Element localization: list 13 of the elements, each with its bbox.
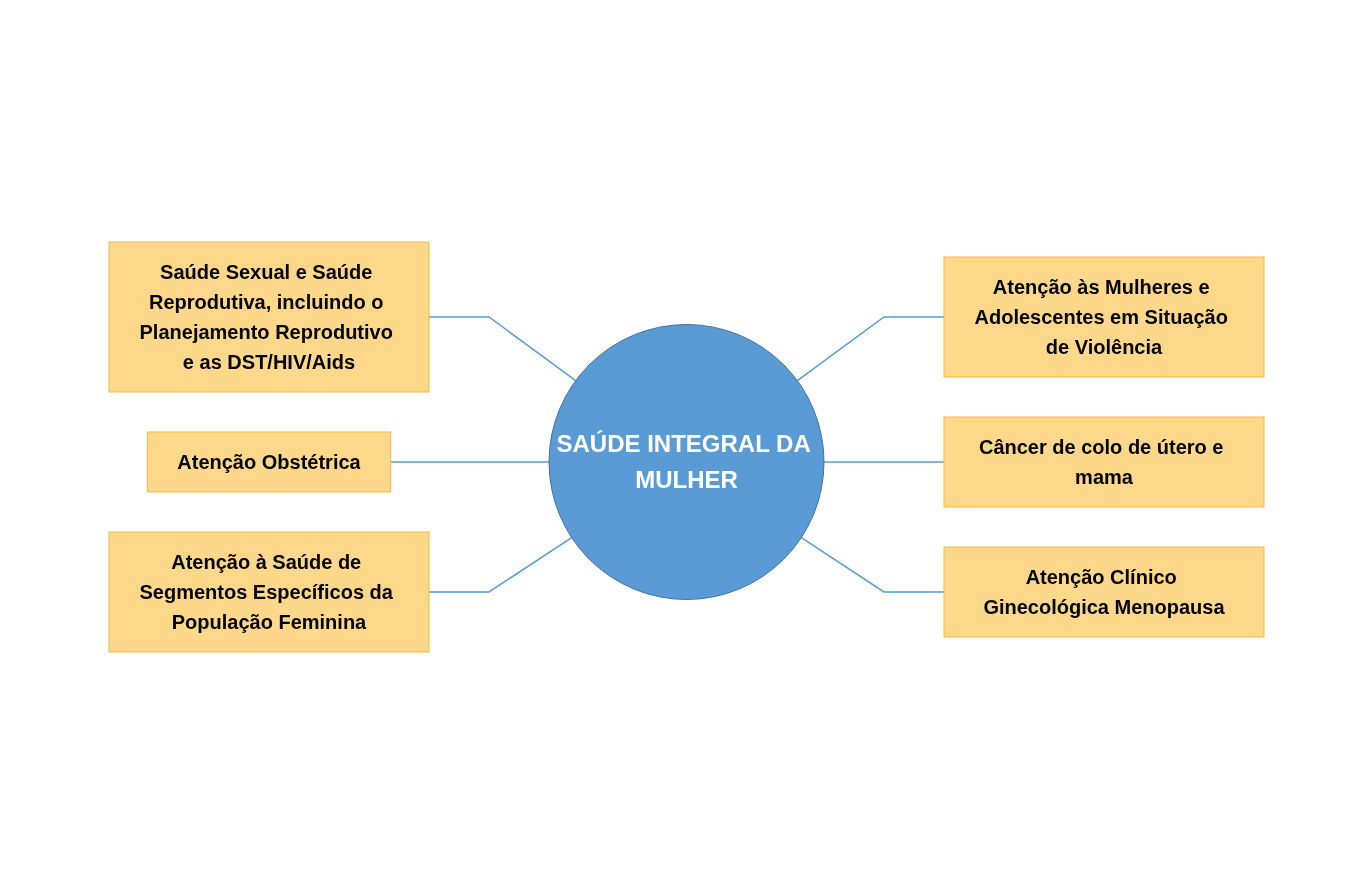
connector — [800, 536, 945, 593]
node-box: Câncer de colo de útero e mama — [943, 416, 1264, 508]
connector — [427, 316, 576, 382]
connector — [389, 461, 550, 463]
node-box: Atenção às Mulheres e Adolescentes em Situação de Violência — [943, 256, 1264, 378]
node-box: Atenção Clínico Ginecológica Menopausa — [943, 546, 1264, 638]
node-box: Atenção à Saúde de Segmentos Específicos da População Feminina — [108, 531, 429, 653]
node-box: Saúde Sexual e Saúde Reprodutiva, incluindo o Planejamento Reprodutivo e as DST/HIV/Aids — [108, 241, 429, 393]
connector — [822, 461, 945, 463]
connector — [796, 316, 945, 382]
node-circle: SAÚDE INTEGRAL DA MULHER — [548, 324, 824, 600]
node-box: Atenção Obstétrica — [146, 431, 391, 493]
connector — [427, 536, 572, 593]
